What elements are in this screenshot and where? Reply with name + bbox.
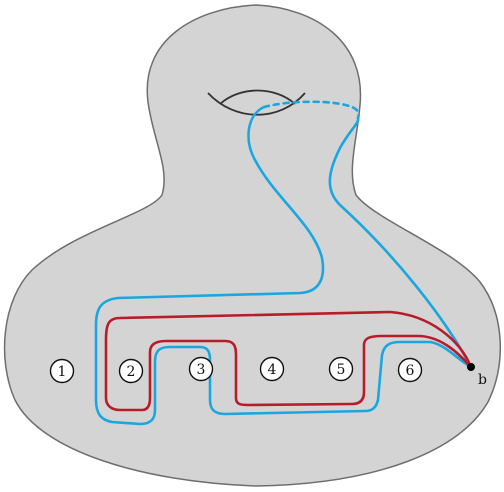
basepoint-label: b [478, 372, 487, 388]
puncture-5: 5 [330, 358, 353, 381]
puncture-1-label: 1 [58, 364, 67, 380]
puncture-1: 1 [51, 360, 74, 383]
puncture-2: 2 [120, 360, 143, 383]
puncture-6: 6 [399, 359, 422, 382]
puncture-4-label: 4 [268, 362, 277, 378]
puncture-3-label: 3 [197, 362, 206, 378]
puncture-3: 3 [190, 358, 213, 381]
basepoint-dot [467, 363, 475, 371]
puncture-6-label: 6 [406, 363, 415, 379]
puncture-2-label: 2 [127, 364, 136, 380]
puncture-4: 4 [261, 358, 284, 381]
puncture-5-label: 5 [337, 362, 346, 378]
